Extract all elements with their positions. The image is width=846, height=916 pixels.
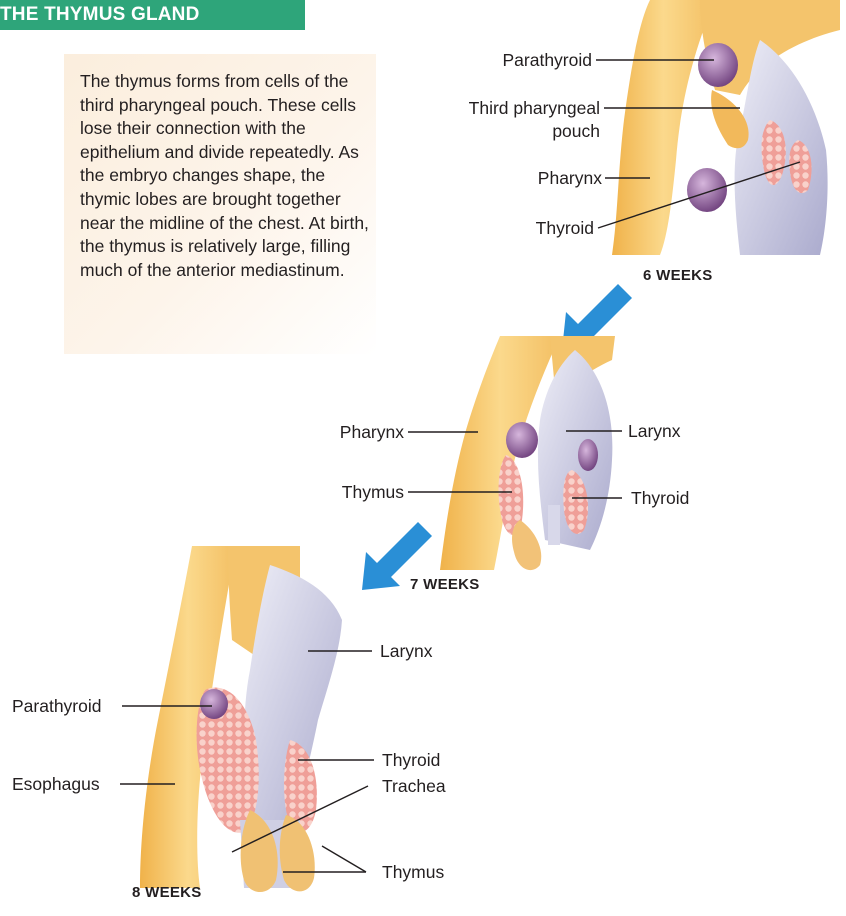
label-thymus-8w: Thymus <box>382 862 444 882</box>
parathyroid-gland-7w <box>506 422 538 458</box>
parathyroid-gland-7w-b <box>578 439 598 471</box>
label-third-pouch-6w-line2: pouch <box>480 121 600 141</box>
label-parathyroid-8w: Parathyroid <box>12 696 102 716</box>
pharynx-tissue-6w <box>612 0 715 255</box>
caption-8-weeks: 8 WEEKS <box>132 884 202 901</box>
label-larynx-7w: Larynx <box>628 421 681 441</box>
label-third-pouch-6w-line1: Third pharyngeal <box>410 98 600 118</box>
third-pouch-6w <box>711 90 748 148</box>
label-pharynx-7w: Pharynx <box>300 422 404 442</box>
label-larynx-8w: Larynx <box>380 641 433 661</box>
label-thymus-7w: Thymus <box>300 482 404 502</box>
thymus-7w-lower <box>512 520 541 570</box>
parathyroid-gland-6w <box>698 43 738 87</box>
stage-6-weeks-drawing <box>612 0 840 255</box>
label-trachea-8w: Trachea <box>382 776 446 796</box>
pharynx-bulge-6w <box>687 168 727 212</box>
label-pharynx-6w: Pharynx <box>480 168 602 188</box>
label-thyroid-6w: Thyroid <box>470 218 594 238</box>
label-parathyroid-6w: Parathyroid <box>440 50 592 70</box>
label-thyroid-8w: Thyroid <box>382 750 440 770</box>
caption-6-weeks: 6 WEEKS <box>643 267 713 284</box>
stage-7-weeks-drawing <box>440 336 615 570</box>
caption-7-weeks: 7 WEEKS <box>410 576 480 593</box>
label-esophagus-8w: Esophagus <box>12 774 100 794</box>
stage-8-weeks-drawing <box>140 546 342 892</box>
parathyroid-gland-8w <box>200 689 228 719</box>
label-thyroid-7w: Thyroid <box>631 488 689 508</box>
trachea-7w <box>548 505 560 545</box>
